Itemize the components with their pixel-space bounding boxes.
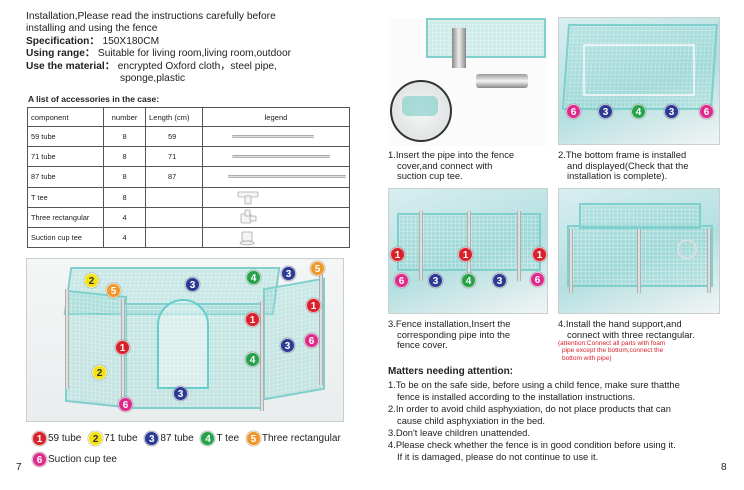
badge-5: 5 xyxy=(310,261,325,276)
badge-6: 6 xyxy=(118,397,133,412)
table-row: Three rectangular 4 xyxy=(27,206,350,228)
matters-item: 4.Please check whether the fence is in g… xyxy=(388,439,676,462)
spec-line: Specification： 150X180CM xyxy=(26,35,160,47)
table-header-row: component number Length (cm) legend xyxy=(27,107,350,127)
badge-1: 1 xyxy=(306,298,321,313)
three-rectangular-image xyxy=(202,206,350,228)
badge-4: 4 xyxy=(461,273,476,288)
accessories-table: component number Length (cm) legend 59 t… xyxy=(27,107,350,249)
suction-cup-tee-image xyxy=(202,226,350,249)
tube-87-image xyxy=(202,166,350,188)
table-row: T tee 8 xyxy=(27,186,350,208)
range-line: Using range： Suitable for living room,li… xyxy=(26,48,291,60)
badge-4: 4 xyxy=(246,270,261,285)
table-row: 87 tube 8 87 xyxy=(27,166,350,188)
badge-6: 6 xyxy=(32,451,47,467)
step1-caption: 1.Insert the pipe into the fence cover,a… xyxy=(388,149,515,181)
badge-1: 1 xyxy=(245,312,260,327)
right-page: 6 3 4 3 6 1.Insert the pipe into the fen… xyxy=(372,0,744,490)
step2-photo xyxy=(558,17,720,145)
badge-2: 2 xyxy=(92,365,107,380)
badge-6: 6 xyxy=(394,273,409,288)
badge-4: 4 xyxy=(200,430,216,446)
badge-3: 3 xyxy=(428,273,443,288)
table-row: 71 tube 8 71 xyxy=(27,146,350,168)
intro-line: Installation,Please read the instruction… xyxy=(26,11,276,22)
badge-2: 2 xyxy=(88,430,104,446)
step4-photo xyxy=(558,188,720,314)
badge-6: 6 xyxy=(699,104,714,119)
intro-line: installing and using the fence xyxy=(26,23,158,35)
header-length: Length (cm) xyxy=(145,107,203,127)
material-line-2: sponge,plastic xyxy=(120,73,186,85)
left-page: Installation,Please read the instruction… xyxy=(16,11,362,473)
header-component: component xyxy=(27,107,104,127)
table-row: Suction cup tee 4 xyxy=(27,226,350,249)
matters-item: 1.To be on the safe side, before using a… xyxy=(388,379,680,402)
badge-1: 1 xyxy=(115,340,130,355)
page-number: 8 xyxy=(721,462,727,473)
header-number: number xyxy=(103,107,146,127)
badge-5: 5 xyxy=(106,283,121,298)
attention-note: (attention:Connect all parts with foam p… xyxy=(558,340,666,362)
badge-4: 4 xyxy=(631,104,646,119)
tube-59-image xyxy=(202,125,350,148)
matters-item: 3.Don't leave children unattended. xyxy=(388,427,530,438)
badge-6: 6 xyxy=(530,272,545,287)
badge-2: 2 xyxy=(84,273,99,288)
step1-photo xyxy=(388,18,548,146)
step3-caption: 3.Fence installation,Insert the correspo… xyxy=(388,318,511,350)
badge-3: 3 xyxy=(144,430,160,446)
material-line: Use the material： encrypted Oxford cloth… xyxy=(26,60,277,72)
badge-1: 1 xyxy=(532,247,547,262)
t-tee-image xyxy=(202,186,350,208)
intro-text: Installation,Please read the instruction… xyxy=(26,11,356,85)
badge-3: 3 xyxy=(492,273,507,288)
matters-title: Matters needing attention: xyxy=(388,366,514,377)
badge-6: 6 xyxy=(304,333,319,348)
table-row: 59 tube 8 59 xyxy=(27,125,350,148)
badge-3: 3 xyxy=(185,277,200,292)
badge-5: 5 xyxy=(245,430,261,446)
tube-71-image xyxy=(202,146,350,168)
badge-4: 4 xyxy=(245,352,260,367)
matters-item: 2.In order to avoid child asphyxiation, … xyxy=(388,403,671,426)
header-legend: legend xyxy=(202,107,350,127)
badge-1: 1 xyxy=(390,247,405,262)
badge-1: 1 xyxy=(32,430,47,446)
badge-3: 3 xyxy=(598,104,613,119)
badge-3: 3 xyxy=(280,338,295,353)
badge-3: 3 xyxy=(281,266,296,281)
badge-3: 3 xyxy=(664,104,679,119)
badge-6: 6 xyxy=(566,104,581,119)
step2-caption: 2.The bottom frame is installed and disp… xyxy=(558,149,689,181)
matters-section: Matters needing attention: 1.To be on th… xyxy=(388,366,733,463)
step4-caption: 4.Install the hand support,and connect w… xyxy=(558,318,695,340)
badge-1: 1 xyxy=(458,247,473,262)
accessories-title: A list of accessories in the case: xyxy=(28,94,160,104)
page-number: 7 xyxy=(16,462,22,473)
badge-3: 3 xyxy=(173,386,188,401)
